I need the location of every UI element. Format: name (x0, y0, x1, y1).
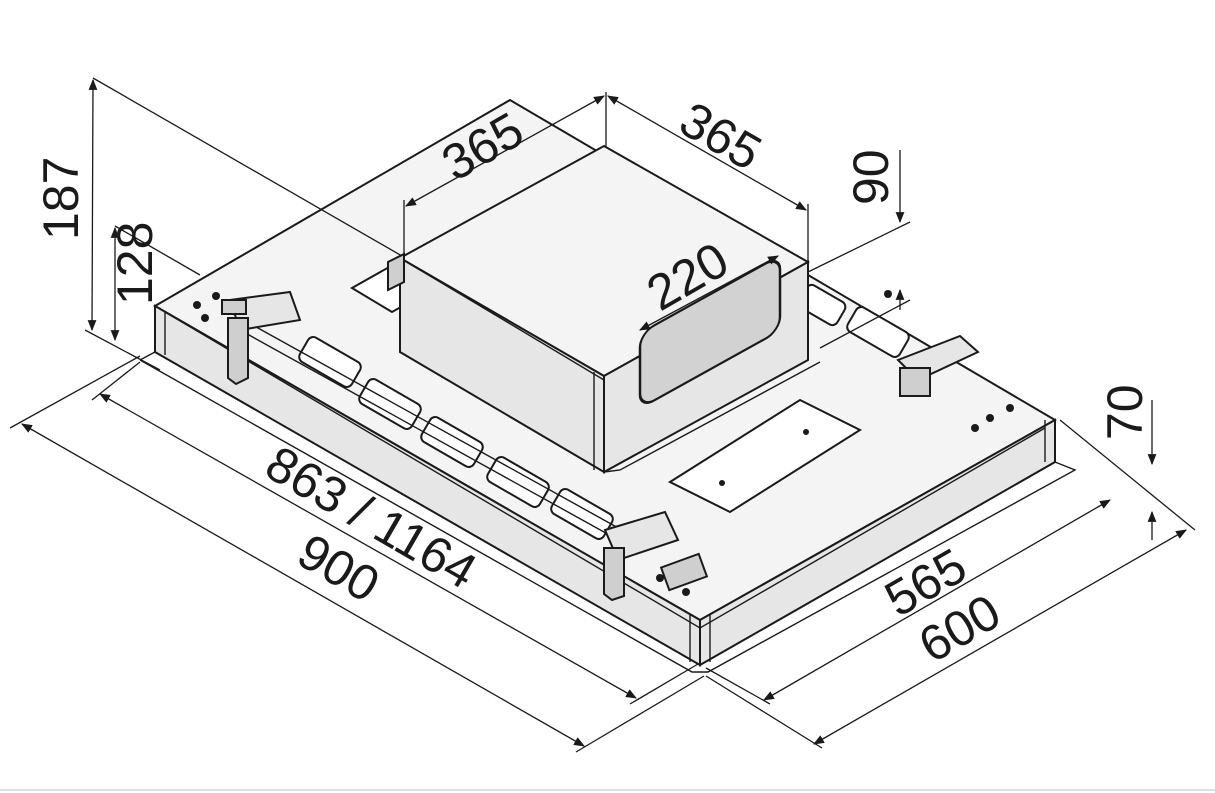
bracket-left-rear (221, 290, 302, 386)
dimension-lines (9, 77, 1196, 753)
screw-holes (193, 290, 1014, 596)
dim-body-height: 128 (107, 222, 163, 305)
dim-total-height: 187 (33, 157, 89, 240)
bracket-right (896, 334, 980, 397)
dim-panel-thickness: 70 (1097, 384, 1153, 440)
dim-outlet-offset: 90 (843, 149, 899, 205)
dim-motor-depth: 365 (671, 91, 771, 181)
